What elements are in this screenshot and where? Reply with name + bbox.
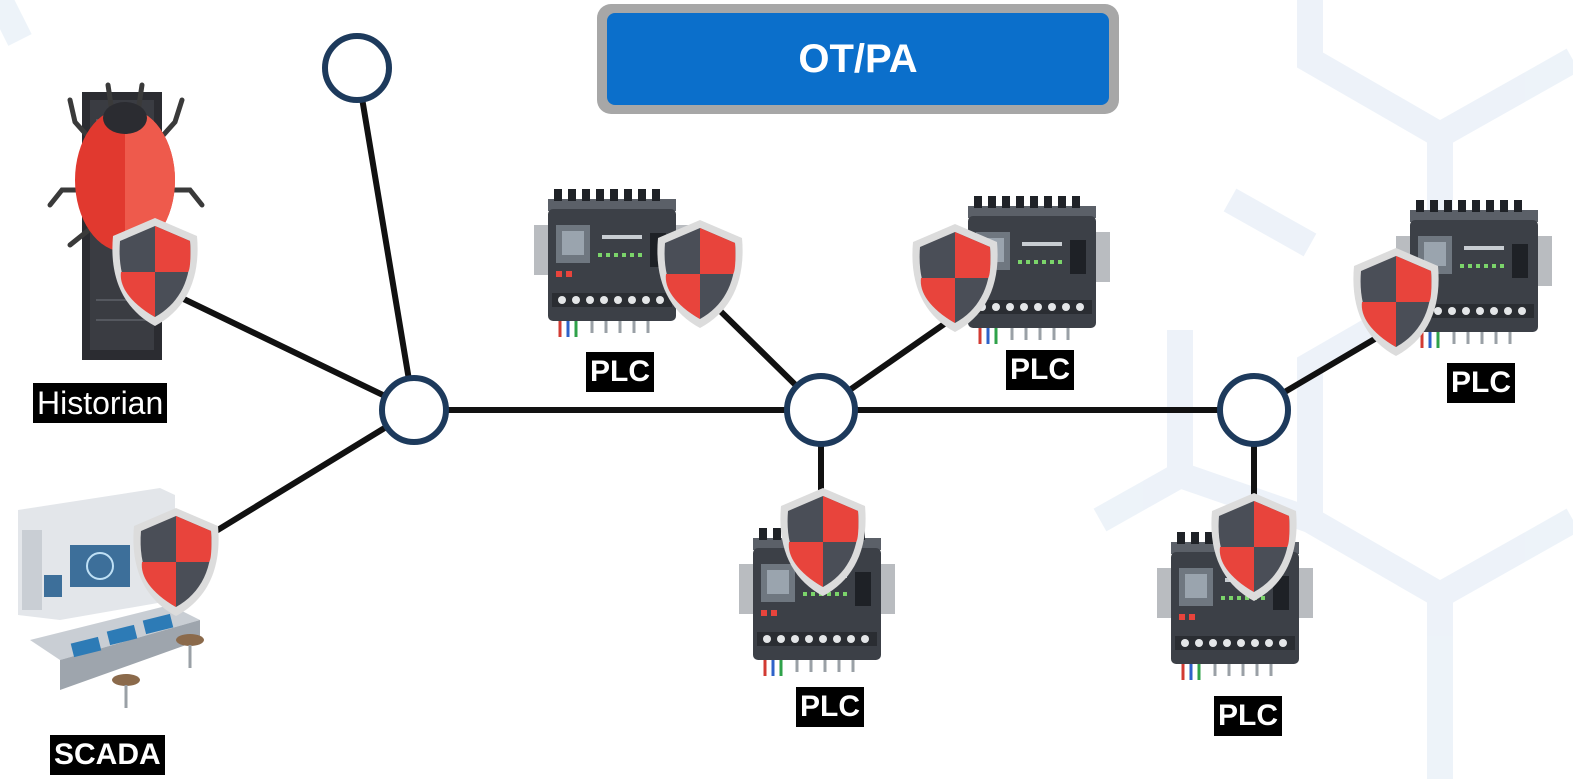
label-plc-5: PLC [1214,696,1282,736]
link-hub1-top [354,65,417,413]
title-text: OT/PA [607,13,1109,105]
bug-body-highlight [125,108,175,252]
label-plc-2: PLC [1006,350,1074,390]
hub-node-3 [1217,373,1291,447]
hub-node-1 [379,375,449,445]
node-top [322,33,392,103]
title-banner: OT/PA [597,4,1119,114]
label-historian: Historian [33,383,168,423]
nodes [322,33,1291,447]
label-plc-3: PLC [796,687,864,727]
scada-console-icon [18,488,204,708]
hub-node-2 [784,373,858,447]
link-hub1-scada [182,407,417,553]
label-plc-1: PLC [586,352,654,392]
link-hub1-historian [162,287,417,413]
bug-head [103,102,147,134]
label-plc-4: PLC [1447,363,1515,403]
label-scada: SCADA [50,735,165,775]
